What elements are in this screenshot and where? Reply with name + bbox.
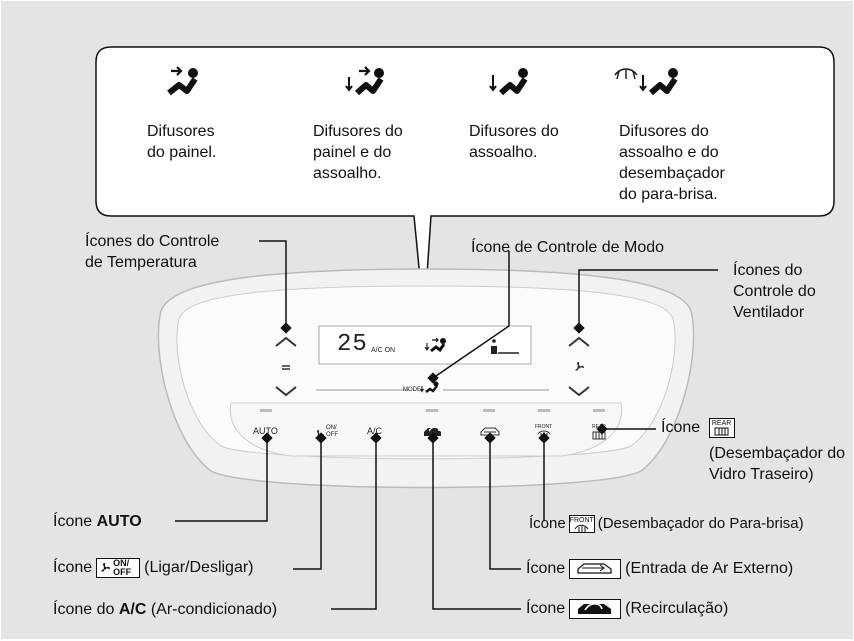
bubble-label-panel-floor: Difusores do painel e do assoalho. [313, 123, 403, 182]
fan-controls-label: Ícones do Controle do Ventilador [733, 262, 816, 321]
rear-defrost-icon: REAR [708, 417, 735, 438]
rear-defrost-prefix: Ícone [661, 419, 701, 436]
onoff-callout: Ícone ON/ OFF (Ligar/Desligar) [53, 557, 254, 578]
auto-button[interactable]: AUTO [253, 426, 278, 436]
onoff-icon: ON/ OFF [96, 557, 141, 578]
fresh-air-prefix: Ícone [526, 560, 566, 577]
onoff-label: (Ligar/Desligar) [144, 559, 254, 576]
fresh-air-icon-car [577, 563, 612, 574]
bubble-label-floor: Difusores do assoalho. [469, 123, 559, 161]
callout-bubble [95, 46, 835, 320]
recirc-callout: Ícone (Recirculação) [526, 598, 728, 619]
ac-bold: A/C [118, 601, 147, 618]
onoff-prefix: Ícone [53, 559, 93, 576]
button-leds [260, 409, 605, 412]
lcd-mode-icon [424, 337, 446, 353]
recirc-prefix: Ícone [526, 600, 566, 617]
panel-floor-vent-icon [345, 66, 384, 96]
front-icon-text: FRONT [569, 517, 594, 525]
front-defrost-label: (Desembaçador do Para-brisa) [597, 515, 804, 532]
rear-icon-text: REAR [711, 419, 732, 427]
fan-icon [575, 362, 584, 371]
fan-down-icon [568, 386, 590, 397]
mode-control-label: Ícone de Controle de Modo [471, 239, 665, 256]
onoff-button-off[interactable]: OFF [326, 432, 338, 438]
fresh-air-label: (Entrada de Ar Externo) [625, 560, 794, 577]
recirc-label: (Recirculação) [625, 600, 729, 617]
rear-defrost-callout: Ícone REAR [661, 417, 739, 438]
front-defrost-icon: FRONT [568, 515, 595, 534]
bubble-label-panel: Difusores do painel. [147, 123, 217, 161]
bubble-label-floor-defrost: Difusores do assoalho e do desembaçador … [619, 123, 725, 203]
front-defrost-callout: Ícone FRONT (Desembaçador do Para-brisa) [529, 513, 804, 534]
front-defrost-button[interactable]: FRONT [535, 424, 553, 430]
floor-defrost-vent-icon [614, 68, 678, 96]
auto-prefix: Ícone [53, 513, 97, 530]
front-defrost-prefix: Ícone [529, 515, 566, 532]
lcd-ac-on: A/C ON [371, 347, 396, 354]
floor-vent-icon [489, 68, 528, 96]
lcd-display [318, 325, 532, 365]
auto-bold: AUTO [96, 513, 142, 530]
rear-defrost-label: (Desembaçador do Vidro Traseiro) [709, 445, 846, 483]
leader-lines [175, 240, 718, 610]
onoff-button-on[interactable]: ON/ [326, 425, 337, 431]
ac-label: (Ar-condicionado) [146, 601, 278, 618]
auto-callout: Ícone AUTO [53, 511, 142, 532]
ac-callout: Ícone do A/C (Ar-condicionado) [53, 599, 277, 620]
fresh-air-button-icon [480, 427, 500, 436]
onoff-icon-on: ON/ [113, 557, 130, 568]
temp-down-icon [275, 386, 297, 397]
rear-defrost-button[interactable]: REAR [592, 424, 606, 430]
mode-button-icon [420, 381, 439, 393]
control-panel [157, 268, 695, 489]
front-grid-icon [574, 524, 589, 533]
ac-button[interactable]: A/C [367, 426, 383, 436]
temp-controls-label: Ícones do Controle de Temperatura [85, 233, 220, 271]
fan-up-icon [568, 336, 590, 347]
rear-grid-icon [714, 427, 729, 436]
onoff-icon-off: OFF [113, 566, 132, 577]
temp-up-icon [275, 336, 297, 347]
fresh-air-icon [569, 558, 622, 579]
recirc-button-icon [424, 426, 441, 436]
lcd-temperature: 25 [337, 331, 368, 358]
leader-endpoints [261, 322, 608, 444]
recirc-icon [569, 598, 622, 619]
recirc-icon-car [578, 602, 612, 614]
panel-vent-icon [167, 66, 198, 96]
mode-button-label: MODE [403, 387, 421, 393]
ac-prefix: Ícone do [53, 601, 119, 618]
fresh-air-callout: Ícone (Entrada de Ar Externo) [526, 558, 793, 579]
lcd-fan-level-icon [491, 339, 519, 354]
onoff-icon-fan [101, 562, 111, 572]
